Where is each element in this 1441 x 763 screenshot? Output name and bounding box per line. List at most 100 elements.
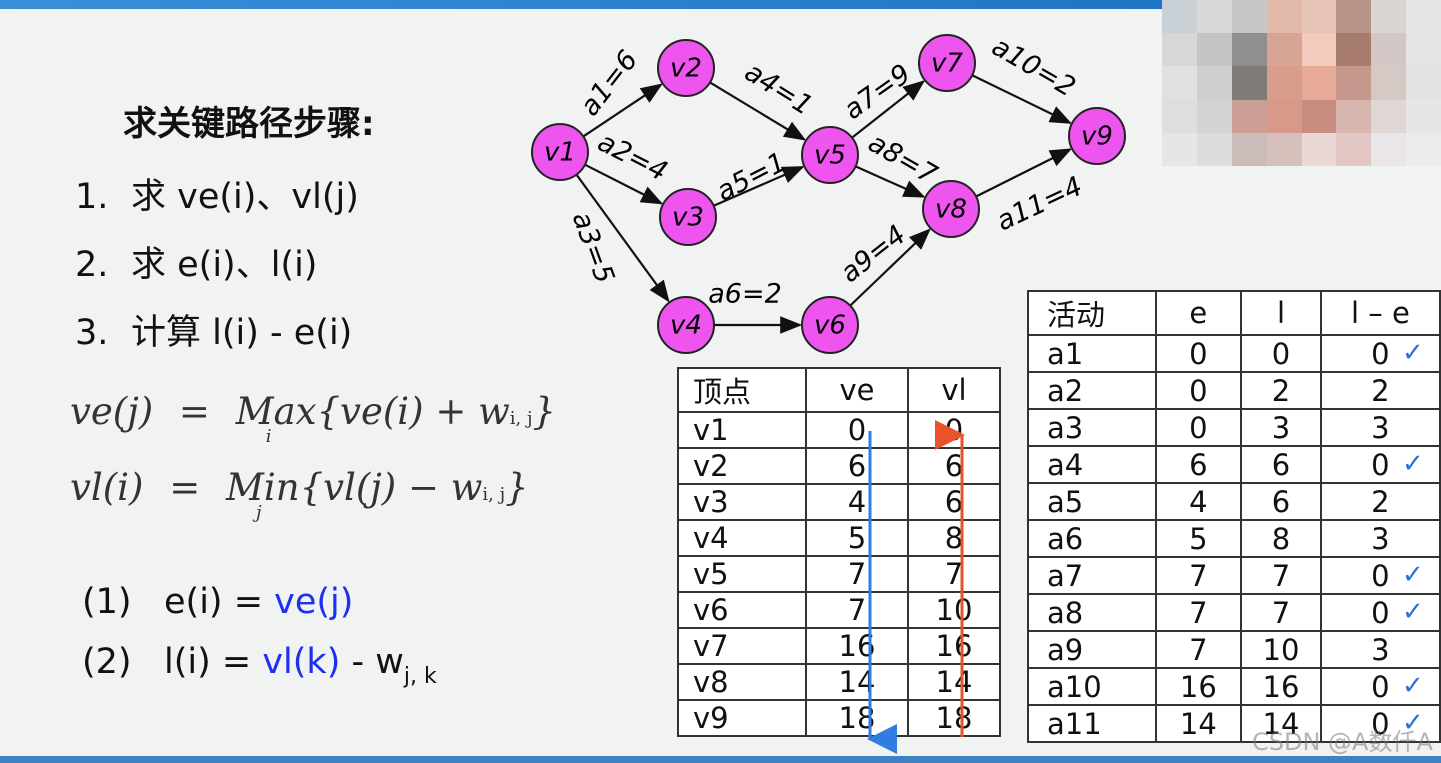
table-cell: 3: [1319, 519, 1441, 558]
table-cell: 6: [1154, 445, 1243, 484]
node-v4: [657, 296, 715, 354]
header-cell: 顶点: [677, 367, 807, 413]
formula-equals: =: [169, 466, 201, 509]
mosaic-tile: [1406, 99, 1441, 133]
edge-label: a9=4: [835, 219, 912, 289]
mosaic-tile: [1301, 132, 1337, 166]
table-cell: 3: [1240, 408, 1322, 447]
table-cell: a5: [1027, 482, 1157, 521]
node-label: v6: [814, 311, 846, 341]
table-cell: 14: [1154, 704, 1243, 743]
table-cell: 4: [805, 483, 909, 521]
mosaic-tile: [1196, 99, 1232, 133]
mosaic-tile: [1336, 33, 1372, 67]
mosaic-tile: [1266, 33, 1302, 67]
table-cell: 0: [1154, 371, 1243, 410]
mosaic-tile: [1371, 99, 1407, 133]
mosaic-tile: [1162, 99, 1197, 133]
table-cell: 7: [805, 555, 909, 593]
checkmark-icon: ✓: [1402, 670, 1424, 700]
mosaic-tile: [1231, 99, 1267, 133]
mosaic-tile: [1336, 0, 1372, 34]
header-cell: l – e: [1319, 290, 1441, 336]
rule-tail: - w: [340, 642, 404, 682]
mosaic-tile: [1162, 66, 1197, 100]
edge-v3-v5: [713, 165, 805, 207]
table-cell: 0: [1319, 704, 1441, 743]
rule-number: (2): [82, 642, 132, 682]
table-cell: v4: [677, 519, 807, 557]
table-cell: 16: [907, 627, 1001, 665]
node-label: v3: [672, 203, 704, 233]
table-cell: 5: [1154, 519, 1243, 558]
table-cell: 14: [1240, 704, 1322, 743]
formula-close: }: [532, 390, 557, 433]
mosaic-tile: [1162, 0, 1197, 34]
edge-v8-v9: [975, 148, 1073, 198]
node-v2: [657, 39, 715, 97]
rule-subscript: j, k: [403, 664, 437, 689]
table-cell: v1: [677, 411, 807, 449]
formula-close: }: [505, 466, 529, 509]
table-cell: a8: [1027, 593, 1157, 632]
step-2: 2.求 e(i)、l(i): [75, 236, 317, 287]
slide-top-bar: [0, 0, 1441, 9]
edge-v5-v8: [855, 165, 926, 198]
table-cell: 10: [1240, 630, 1322, 669]
node-label: v4: [670, 311, 702, 341]
mosaic-tile: [1406, 132, 1441, 166]
table-cell: v6: [677, 591, 807, 629]
header-cell: e: [1154, 290, 1243, 336]
formula-subscript: i, j: [509, 408, 533, 429]
table-cell: v2: [677, 447, 807, 485]
rule-lhs: e(i) =: [164, 582, 275, 622]
node-v7: [918, 34, 976, 92]
formula-operator-subscript: i: [265, 426, 272, 447]
checkmark-icon: ✓: [1402, 559, 1424, 589]
node-v3: [659, 188, 717, 246]
formula-equals: =: [178, 390, 210, 433]
header-cell: 活动: [1027, 290, 1157, 336]
mosaic-tile: [1162, 33, 1197, 67]
rule-highlight: vl(k): [262, 642, 341, 682]
edge-v1-v4: [575, 173, 670, 303]
mosaic-tile: [1266, 0, 1302, 34]
node-label: v1: [544, 138, 576, 168]
mosaic-tile: [1196, 132, 1232, 166]
table-cell: 10: [907, 591, 1001, 629]
table-cell: a11: [1027, 704, 1157, 743]
table-cell: v3: [677, 483, 807, 521]
table-cell: 7: [805, 591, 909, 629]
node-v8: [922, 180, 980, 238]
edge-v1-v2: [582, 83, 663, 138]
table-cell: a9: [1027, 630, 1157, 669]
node-label: v2: [670, 54, 702, 84]
table-cell: a7: [1027, 556, 1157, 595]
rule-2: (2)l(i) = vl(k) - wj, k: [82, 642, 437, 689]
node-label: v5: [814, 141, 846, 171]
step-number: 2.: [75, 245, 109, 285]
checkmark-icon: ✓: [1402, 596, 1424, 626]
table-cell: 3: [1319, 408, 1441, 447]
edge-v2-v5: [709, 81, 807, 141]
mosaic-tile: [1301, 99, 1337, 133]
step-3: 3.计算 l(i) - e(i): [75, 304, 352, 355]
header-cell: vl: [907, 367, 1001, 413]
mosaic-tile: [1196, 33, 1232, 67]
table-cell: 6: [1240, 445, 1322, 484]
mosaic-tile: [1231, 132, 1267, 166]
table-cell: 16: [1240, 667, 1322, 706]
mosaic-tile: [1196, 0, 1232, 34]
table-cell: 16: [1154, 667, 1243, 706]
